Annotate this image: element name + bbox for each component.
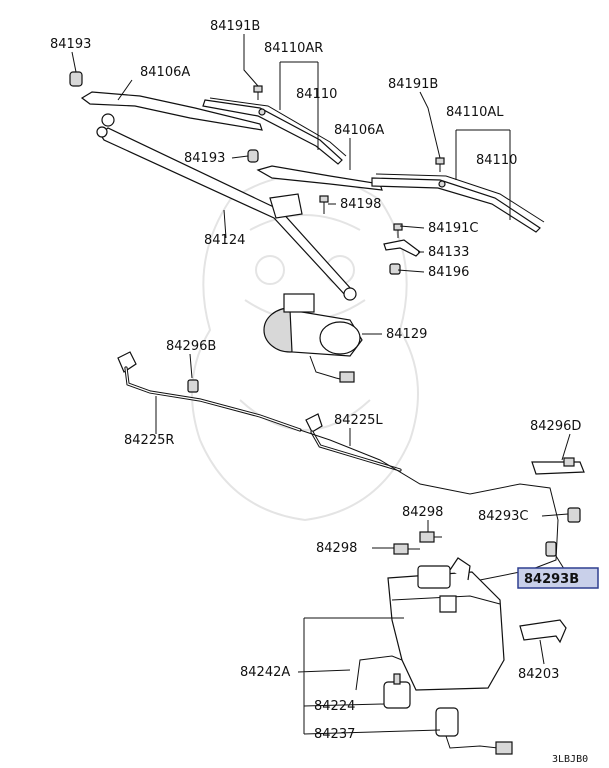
highlight-box-84293B bbox=[517, 567, 599, 589]
label-84110-right[interactable]: 84110 bbox=[476, 153, 517, 168]
label-84203[interactable]: 84203 bbox=[518, 667, 559, 682]
hose-84225R bbox=[124, 366, 302, 432]
screw-84191B-right bbox=[435, 157, 445, 172]
label-84106A-left[interactable]: 84106A bbox=[140, 65, 190, 80]
label-84298-left[interactable]: 84298 bbox=[316, 541, 357, 556]
diagram-code: 3LBJB0 bbox=[552, 754, 588, 765]
label-84193-mid[interactable]: 84193 bbox=[184, 151, 225, 166]
label-84191C[interactable]: 84191C bbox=[428, 221, 478, 236]
washer-pump bbox=[355, 655, 411, 709]
label-84296B[interactable]: 84296B bbox=[166, 339, 216, 354]
label-84293C[interactable]: 84293C bbox=[478, 509, 528, 524]
washer-tank bbox=[387, 557, 505, 691]
label-84110AL[interactable]: 84110AL bbox=[446, 105, 504, 120]
label-84224[interactable]: 84224 bbox=[314, 699, 355, 714]
leader-lines bbox=[71, 34, 571, 735]
clip-84293C bbox=[567, 507, 581, 523]
label-84196[interactable]: 84196 bbox=[428, 265, 469, 280]
label-84191B-left[interactable]: 84191B bbox=[210, 19, 260, 34]
label-84296D[interactable]: 84296D bbox=[530, 419, 581, 434]
label-84242A[interactable]: 84242A bbox=[240, 665, 290, 680]
label-84110AR[interactable]: 84110AR bbox=[264, 41, 323, 56]
label-84225R[interactable]: 84225R bbox=[124, 433, 174, 448]
label-84298-top[interactable]: 84298 bbox=[402, 505, 443, 520]
clip-84293B bbox=[545, 541, 557, 557]
level-sensor bbox=[435, 707, 513, 755]
label-84133[interactable]: 84133 bbox=[428, 245, 469, 260]
wiper-arm-left bbox=[80, 91, 263, 131]
wiper-motor bbox=[263, 293, 363, 383]
bolt-84298-top bbox=[419, 531, 442, 543]
cap-84193-mid bbox=[247, 149, 259, 163]
linkage-rod bbox=[96, 126, 357, 301]
label-84124[interactable]: 84124 bbox=[204, 233, 245, 248]
label-84193-top[interactable]: 84193 bbox=[50, 37, 91, 52]
label-84129[interactable]: 84129 bbox=[386, 327, 427, 342]
label-84198[interactable]: 84198 bbox=[340, 197, 381, 212]
label-84293B[interactable]: 84293B bbox=[524, 572, 579, 587]
bracket-84203 bbox=[519, 619, 567, 644]
bracket-84133 bbox=[383, 239, 421, 257]
bolt-84198 bbox=[319, 195, 329, 214]
label-84191B-right[interactable]: 84191B bbox=[388, 77, 438, 92]
bolt-84298-left bbox=[393, 543, 420, 555]
clip-84296D bbox=[531, 457, 585, 475]
label-84237[interactable]: 84237 bbox=[314, 727, 355, 742]
wiper-blade-left bbox=[202, 97, 347, 165]
cap-84193-top bbox=[69, 71, 83, 87]
label-84106A-right[interactable]: 84106A bbox=[334, 123, 384, 138]
label-84225L[interactable]: 84225L bbox=[334, 413, 383, 428]
wiper-blade-right bbox=[371, 173, 545, 233]
screw-84191C bbox=[393, 223, 403, 238]
nozzle-84296B bbox=[117, 351, 199, 393]
label-84110-left[interactable]: 84110 bbox=[296, 87, 337, 102]
part-labels: 84193 84191B 84110AR 84106A 84110 84191B… bbox=[50, 19, 599, 765]
grommet-84196 bbox=[389, 263, 401, 275]
screw-84191B-left bbox=[253, 85, 263, 100]
